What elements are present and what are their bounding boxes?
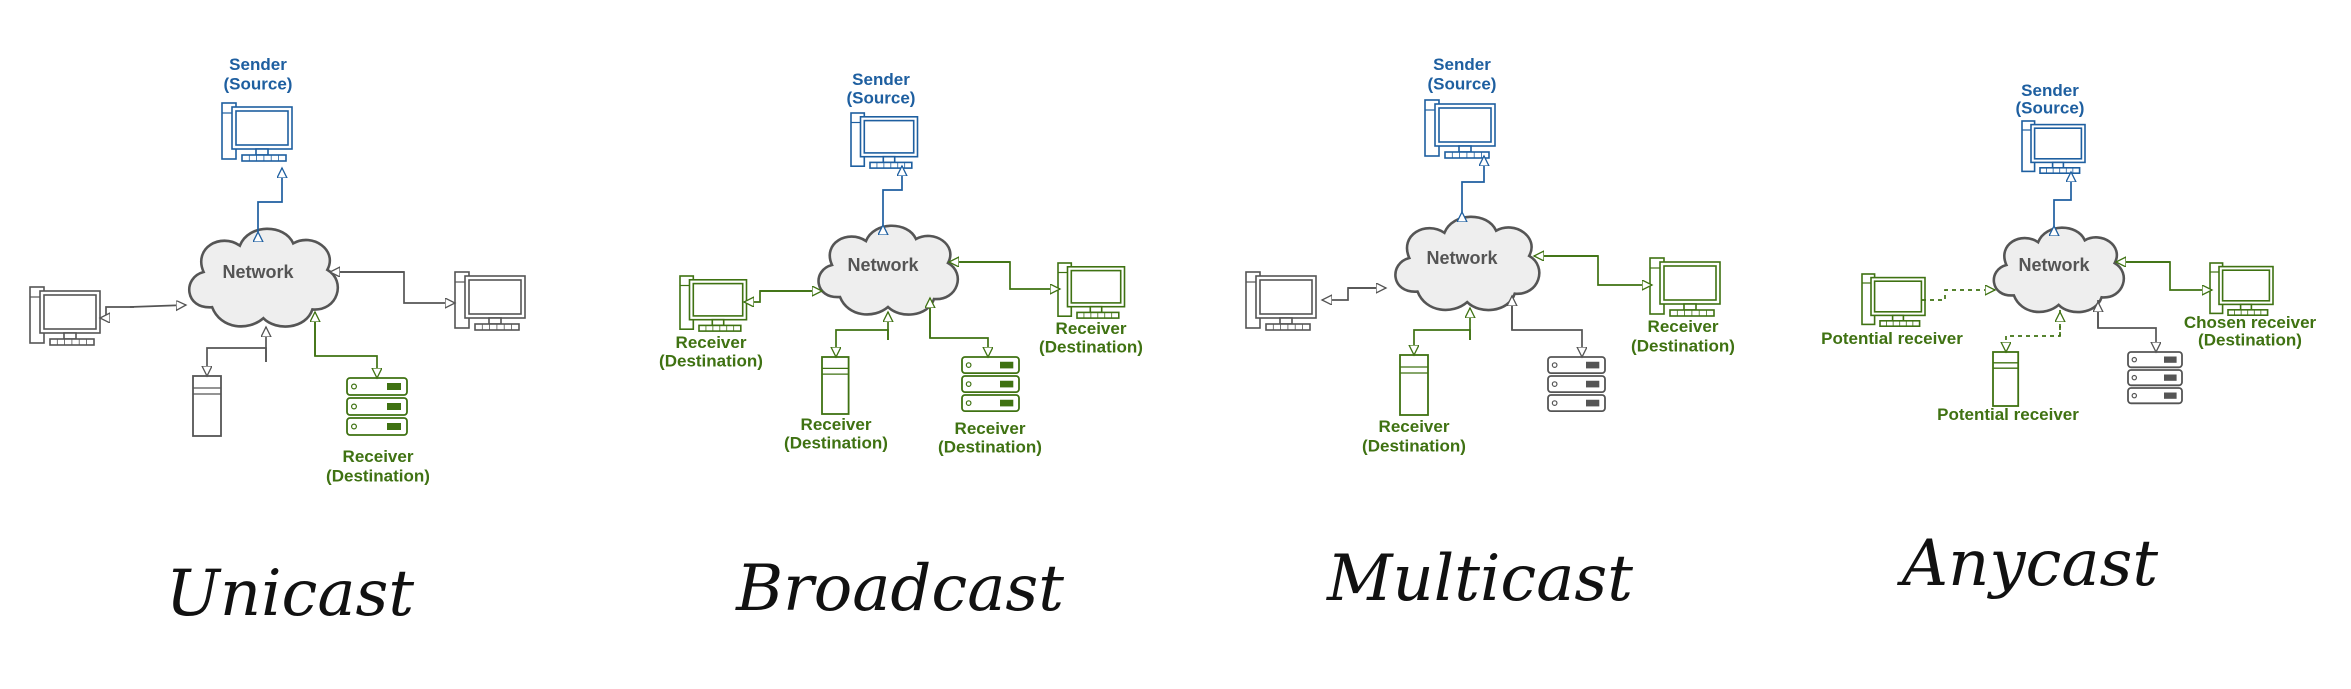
receiver-right-computer [1649,257,1721,317]
sender-computer [1424,99,1496,159]
receiver-right-link [1534,255,1652,285]
network-label: Network [2018,255,2090,275]
potential-receiver-left-label: Potential receiver [1821,329,1963,348]
receiver-bottom-label-line: (Destination) [1362,437,1466,456]
receiver-right-label: Receiver(Destination) [1631,317,1735,356]
receiver-destination-label: Receiver(Destination) [326,447,430,486]
sender-label-line: Sender [229,55,287,74]
receiver-bottom-left-label-line: (Destination) [784,433,888,452]
broadcast-title: Broadcast [735,552,1064,626]
receiver-bottom-label-line: Receiver [1379,417,1450,436]
sender-label-line: (Source) [1428,75,1497,94]
receiver-bottom-left-label-line: Receiver [801,415,872,434]
potential-receiver-bottom-label-line: Potential receiver [1937,405,2079,424]
anycast-title: Anycast [1897,527,2158,601]
receiver-link [314,312,377,378]
chosen-receiver-link [2117,261,2212,290]
sender-label-line: (Source) [2016,98,2085,117]
cloud-shape [1992,226,2126,314]
potential-bottom-link [2006,310,2061,352]
receiver-bottom-left-link [836,329,889,357]
receiver-bottom-link [1414,329,1471,355]
sender-computer [2021,120,2086,175]
potential-receiver-bottom-tower [1992,351,2020,407]
server-link [1511,296,1582,357]
receiver-bottom-right-link [929,298,988,357]
potential-receiver-left-label-line: Potential receiver [1821,329,1963,348]
receiver-left-label: Receiver(Destination) [659,333,763,370]
sender-label: Sender(Source) [1428,55,1497,94]
network-label: Network [847,255,919,275]
right-link [330,271,455,303]
potential-receiver-bottom-label: Potential receiver [1937,405,2079,424]
unicast-title: Unicast [166,557,414,631]
potential-left-link [1922,290,1995,301]
receiver-bottom-right-label-line: Receiver [955,419,1026,438]
sender-uplink [258,168,282,232]
right-computer [454,271,526,331]
receiver-destination-label-line: (Destination) [326,467,430,486]
left-computer [1245,271,1317,331]
bottom-tower [192,375,222,437]
sender-computer [850,112,919,169]
sender-uplink [1462,156,1484,212]
sender-label-line: Sender [1433,55,1491,74]
sender-label: Sender(Source) [224,55,293,94]
receiver-bottom-right-label: Receiver(Destination) [938,419,1042,456]
network-cloud: Network [1394,215,1541,312]
sender-label-line: (Source) [224,75,293,94]
left-link [100,306,134,318]
potential-receiver-left-computer [1861,273,1926,327]
sender-uplink [883,166,902,225]
receiver-server [346,377,408,436]
sender-label-line: (Source) [847,88,916,107]
network-label: Network [222,262,294,282]
chosen-receiver-label: Chosen receiver(Destination) [2184,313,2317,349]
receiver-destination-label-line: Receiver [343,447,414,466]
tower-link [207,347,267,376]
server-link [2097,300,2156,352]
left-link-to-cloud [129,305,186,307]
neutral-server [2127,351,2183,405]
network-cloud: Network [817,224,960,316]
chosen-receiver-label-line: Chosen receiver [2184,313,2317,332]
receiver-right-label-line: Receiver [1648,317,1719,336]
receiver-left-label-line: (Destination) [659,351,763,370]
network-label: Network [1426,248,1498,268]
cloud-shape [1394,215,1541,312]
sender-label: Sender(Source) [847,70,916,107]
receiver-left-label-line: Receiver [676,333,747,352]
receiver-bottom-right-label-line: (Destination) [938,437,1042,456]
sender-computer [221,102,293,162]
cloud-shape [817,224,960,316]
receiver-right-label-line: Receiver [1056,319,1127,338]
cloud-shape [188,227,339,328]
receiver-bottom-right-server [961,356,1020,413]
multicast-title: Multicast [1326,542,1633,616]
receiver-right-computer [1057,262,1126,319]
receiver-right-label-line: (Destination) [1631,337,1735,356]
receiver-right-label: Receiver(Destination) [1039,319,1143,356]
sender-label-line: Sender [852,70,910,89]
left-computer [29,286,101,346]
receiver-left-link [744,290,822,302]
chosen-receiver-label-line: (Destination) [2198,330,2302,349]
receiver-bottom-left-tower [821,356,850,415]
sender-uplink [2054,172,2071,226]
left-link [1322,287,1385,300]
network-cloud: Network [1992,226,2126,314]
neutral-server [1547,356,1606,413]
sender-label: Sender(Source) [2016,81,2085,117]
chosen-receiver-computer [2209,262,2274,316]
receiver-left-computer [679,275,748,332]
receiver-bottom-left-label: Receiver(Destination) [784,415,888,452]
sender-label-line: Sender [2021,81,2079,100]
receiver-right-label-line: (Destination) [1039,337,1143,356]
receiver-bottom-label: Receiver(Destination) [1362,417,1466,456]
receiver-bottom-tower [1399,354,1429,416]
receiver-right-link [949,261,1060,289]
network-cloud: Network [188,227,339,328]
